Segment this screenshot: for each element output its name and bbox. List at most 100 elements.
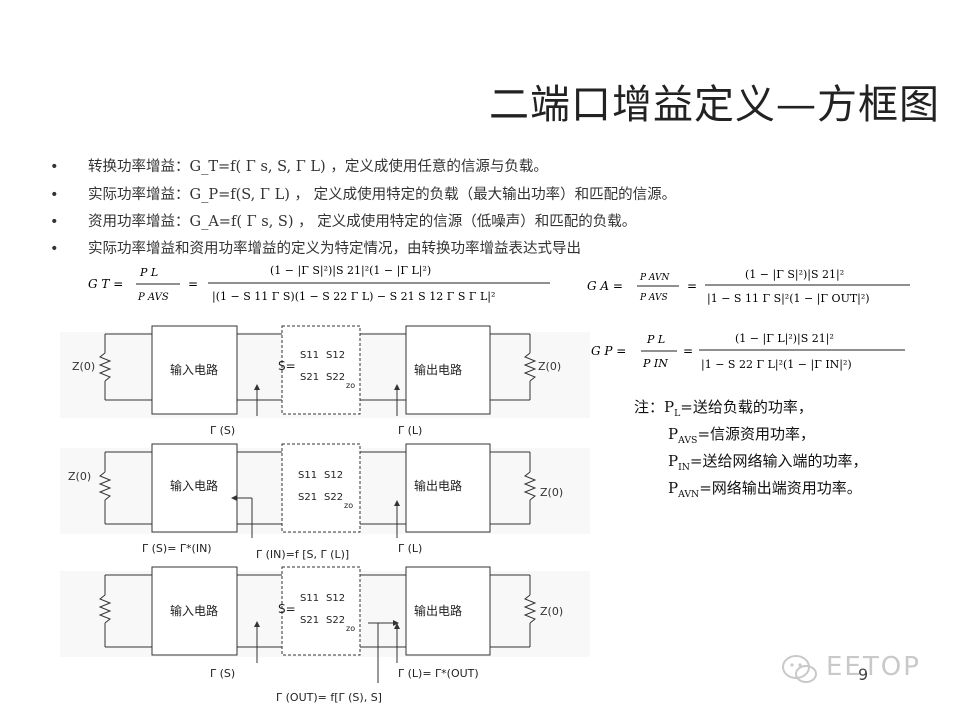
input-circuit-label: 输入电路 <box>170 362 218 377</box>
block-diagram-1: Z(0) Z(0) 输入电路 S= S11 S12 S21 S22 zo 输出电… <box>60 318 590 440</box>
note-symbol: P <box>668 452 679 470</box>
bullet-label: 资用功率增益： <box>88 214 190 230</box>
gamma-l-label: Γ (L) <box>398 424 422 437</box>
bullet-desc: ， 定义成使用特定的负载（最大输出功率）和匹配的信源。 <box>294 187 677 203</box>
note-text: =送给负载的功率， <box>680 398 813 416</box>
note-subscript: AVN <box>678 489 700 500</box>
left-resistor-icon <box>98 594 112 624</box>
s22-label: S22 <box>326 372 345 383</box>
z-left-label: Z(0) <box>68 470 91 483</box>
note-subscript: IN <box>678 462 690 473</box>
gp-equals: = <box>683 344 693 358</box>
s12-label: S12 <box>326 593 345 604</box>
gt-formula: G T = P L P AVS = (1 − |Γ S|²)|S 21|²(1 … <box>88 264 550 304</box>
right-resistor-icon <box>523 471 537 501</box>
gp-lhs: G P = <box>591 344 626 358</box>
s22-label: S22 <box>326 615 345 626</box>
bullet-power-gain: • 实际功率增益：G_P=f(S, Γ L) ， 定义成使用特定的负载（最大输出功… <box>50 183 676 204</box>
s-matrix-block <box>281 566 361 656</box>
note-symbol: P <box>668 479 679 497</box>
ga-denominator: |1 − S 11 Γ S|²(1 − |Γ OUT|²) <box>707 292 870 306</box>
ga-numerator: (1 − |Γ S|²)|S 21|² <box>745 268 844 282</box>
s11-label: S11 <box>300 593 319 604</box>
ga-num-left: P AVN <box>639 273 670 283</box>
s-matrix-prefix: S= <box>278 359 296 373</box>
gt-equals: = <box>188 277 198 291</box>
note-text: =信源资用功率， <box>697 425 816 443</box>
gamma-in-label: Γ (IN)=f [S, Γ (L)] <box>256 548 349 561</box>
s12-label: S12 <box>326 350 345 361</box>
input-circuit-block <box>151 325 238 415</box>
s12-label: S12 <box>324 470 343 481</box>
bullet-dot: • <box>50 187 59 203</box>
wechat-logo-icon <box>782 655 817 683</box>
note-prefix: 注： <box>634 398 665 416</box>
ga-den-left: P AVS <box>639 293 668 303</box>
bullet-label: 实际功率增益： <box>88 187 190 203</box>
bullet-label: 转换功率增益： <box>88 159 190 175</box>
gp-den-left: P IN <box>642 357 668 370</box>
note-subscript: L <box>674 408 681 419</box>
bullet-available-gain: • 资用功率增益：G_A=f( Γ s, S) ， 定义成使用特定的信源（低噪声）… <box>50 210 636 231</box>
s-matrix-block <box>281 325 361 415</box>
gt-numerator: (1 − |Γ S|²)|S 21|²(1 − |Γ L|²) <box>270 264 431 278</box>
gamma-l-label: Γ (L)= Γ*(OUT) <box>398 667 479 680</box>
bullet-formula: G_A=f( Γ s, S) <box>189 214 299 230</box>
gt-den-left: P AVS <box>137 292 169 303</box>
note-text: =网络输出端资用功率。 <box>699 479 862 497</box>
note-pavs: PAVS=信源资用功率， <box>668 423 815 446</box>
input-circuit-label: 输入电路 <box>170 603 218 618</box>
output-circuit-block <box>405 325 491 415</box>
bullet-formula: G_T=f( Γ s, S, Γ L) <box>189 159 331 175</box>
note-subscript: AVS <box>678 435 698 446</box>
slide-title: 二端口增益定义—方框图 <box>489 82 940 128</box>
watermark-logo-text: EETOP <box>826 652 921 682</box>
bullet-desc: ， 定义成使用特定的信源（低噪声）和匹配的负载。 <box>298 214 637 230</box>
note-symbol: P <box>668 425 679 443</box>
bullet-derivation-note: • 实际功率增益和资用功率增益的定义为特定情况，由转换功率增益表达式导出 <box>50 237 581 258</box>
zo-label: zo <box>346 381 355 390</box>
s-matrix-block <box>281 443 361 533</box>
s21-label: S21 <box>300 372 319 383</box>
bullet-desc: 实际功率增益和资用功率增益的定义为特定情况，由转换功率增益表达式导出 <box>88 241 581 257</box>
z-left-label: Z(0) <box>72 360 95 373</box>
page-number: 9 <box>858 665 869 684</box>
block-diagram-3: Z(0) 输入电路 S= S11 S12 S21 S22 zo 输出电路 Γ (… <box>60 565 590 715</box>
gamma-s-label: Γ (S) <box>210 667 235 680</box>
s21-label: S21 <box>300 615 319 626</box>
gt-lhs: G T = <box>88 277 123 291</box>
bullet-dot: • <box>50 214 59 230</box>
gamma-out-label: Γ (OUT)= f[Γ (S), S] <box>276 691 382 704</box>
gamma-s-label: Γ (S) <box>210 424 235 437</box>
s11-label: S11 <box>300 350 319 361</box>
s22-label: S22 <box>324 492 343 503</box>
note-text: =送给网络输入端的功率， <box>689 452 868 470</box>
note-pavn: PAVN=网络输出端资用功率。 <box>668 477 862 500</box>
bullet-desc: ，定义成使用任意的信源与负载。 <box>330 159 548 175</box>
bullet-formula: G_P=f(S, Γ L) <box>189 187 295 203</box>
z-right-label: Z(0) <box>538 360 561 373</box>
note-pl: 注：PL=送给负载的功率， <box>634 396 813 419</box>
input-circuit-block <box>151 566 238 656</box>
z-right-label: Z(0) <box>540 605 563 618</box>
output-circuit-block <box>405 443 491 533</box>
output-circuit-label: 输出电路 <box>414 362 462 377</box>
ga-lhs: G A = <box>587 279 623 293</box>
output-circuit-label: 输出电路 <box>414 603 462 618</box>
zo-label: zo <box>346 624 355 633</box>
gp-numerator: (1 − |Γ L|²)|S 21|² <box>735 332 834 346</box>
gt-denominator: |(1 − S 11 Γ S)(1 − S 22 Γ L) − S 21 S 1… <box>212 290 495 304</box>
input-circuit-label: 输入电路 <box>170 478 218 493</box>
left-resistor-icon <box>98 471 112 501</box>
note-pin: PIN=送给网络输入端的功率， <box>668 450 867 473</box>
s11-label: S11 <box>298 470 317 481</box>
z-right-label: Z(0) <box>540 486 563 499</box>
zo-label: zo <box>344 501 353 510</box>
gp-formula: G P = P L P IN = (1 − |Γ L|²)|S 21|² |1 … <box>591 332 905 372</box>
input-circuit-block <box>151 443 238 533</box>
gp-denominator: |1 − S 22 Γ L|²(1 − |Γ IN|²) <box>701 358 852 372</box>
bullet-dot: • <box>50 241 59 257</box>
s21-label: S21 <box>298 492 317 503</box>
gp-num-left: P L <box>646 333 665 346</box>
output-circuit-block <box>405 566 491 656</box>
